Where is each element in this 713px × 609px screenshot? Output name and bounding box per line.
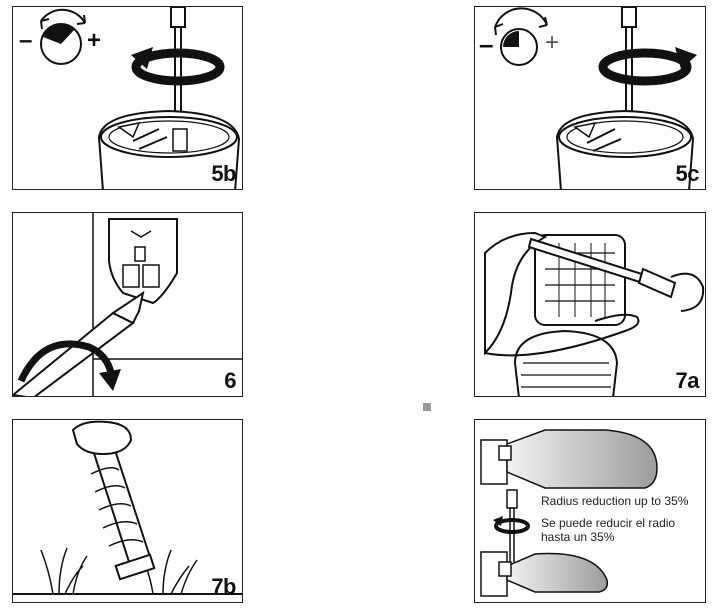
sprinkler-body [513,234,626,396]
step-label: 7b [211,574,236,599]
grass [40,547,198,595]
plus-icon: + [87,27,102,54]
step-label: 7a [675,368,700,393]
illustration-7b [13,420,242,595]
hand [71,420,133,456]
sprinkler-head [555,109,695,189]
panel-radius-reduction: Radius reduction up to 35% Se puede redu… [474,419,706,603]
nozzle-housing [108,218,178,305]
panel-step-5b: – + 5b [12,6,243,190]
panel-step-6: 6 [12,212,243,397]
sprinkler-head [97,109,241,189]
step-label: 5b [211,161,236,186]
full-spray [480,429,658,489]
panel-step-7b: 7b [12,419,243,603]
arc-dial-icon [494,7,548,66]
rotate-arrow-icon [131,47,225,86]
screwdriver-icon [527,237,705,312]
illustration-6 [13,213,242,396]
illustration-radius [480,429,658,597]
rotate-arrow-icon [598,47,697,86]
rotate-arrow-icon [17,340,121,391]
page-marker [423,403,431,411]
minus-icon: – [479,29,494,59]
panel-step-5c: – + 5c [474,6,706,190]
hand [484,231,640,357]
radius-note-es-line2: hasta un 35% [541,530,615,544]
panel-step-7a: 7a [474,212,706,397]
minus-icon: – [19,27,33,54]
screwdriver-icon [621,7,637,166]
arc-dial-icon [40,8,86,65]
step-label: 5c [675,161,700,186]
screwdriver-icon [13,290,145,396]
illustration-5b [40,7,241,189]
radius-note-en: Radius reduction up to 35% [541,494,689,508]
radius-note-es-line1: Se puede reducir el radio [541,516,676,530]
illustration-7a [484,231,705,396]
plus-icon: + [545,29,560,56]
reduced-spray [480,551,609,597]
illustration-5c [494,7,697,189]
screwdriver-icon [170,7,186,156]
step-label: 6 [224,368,236,393]
riser-spring [90,442,156,581]
rotate-arrow-icon [493,516,530,534]
